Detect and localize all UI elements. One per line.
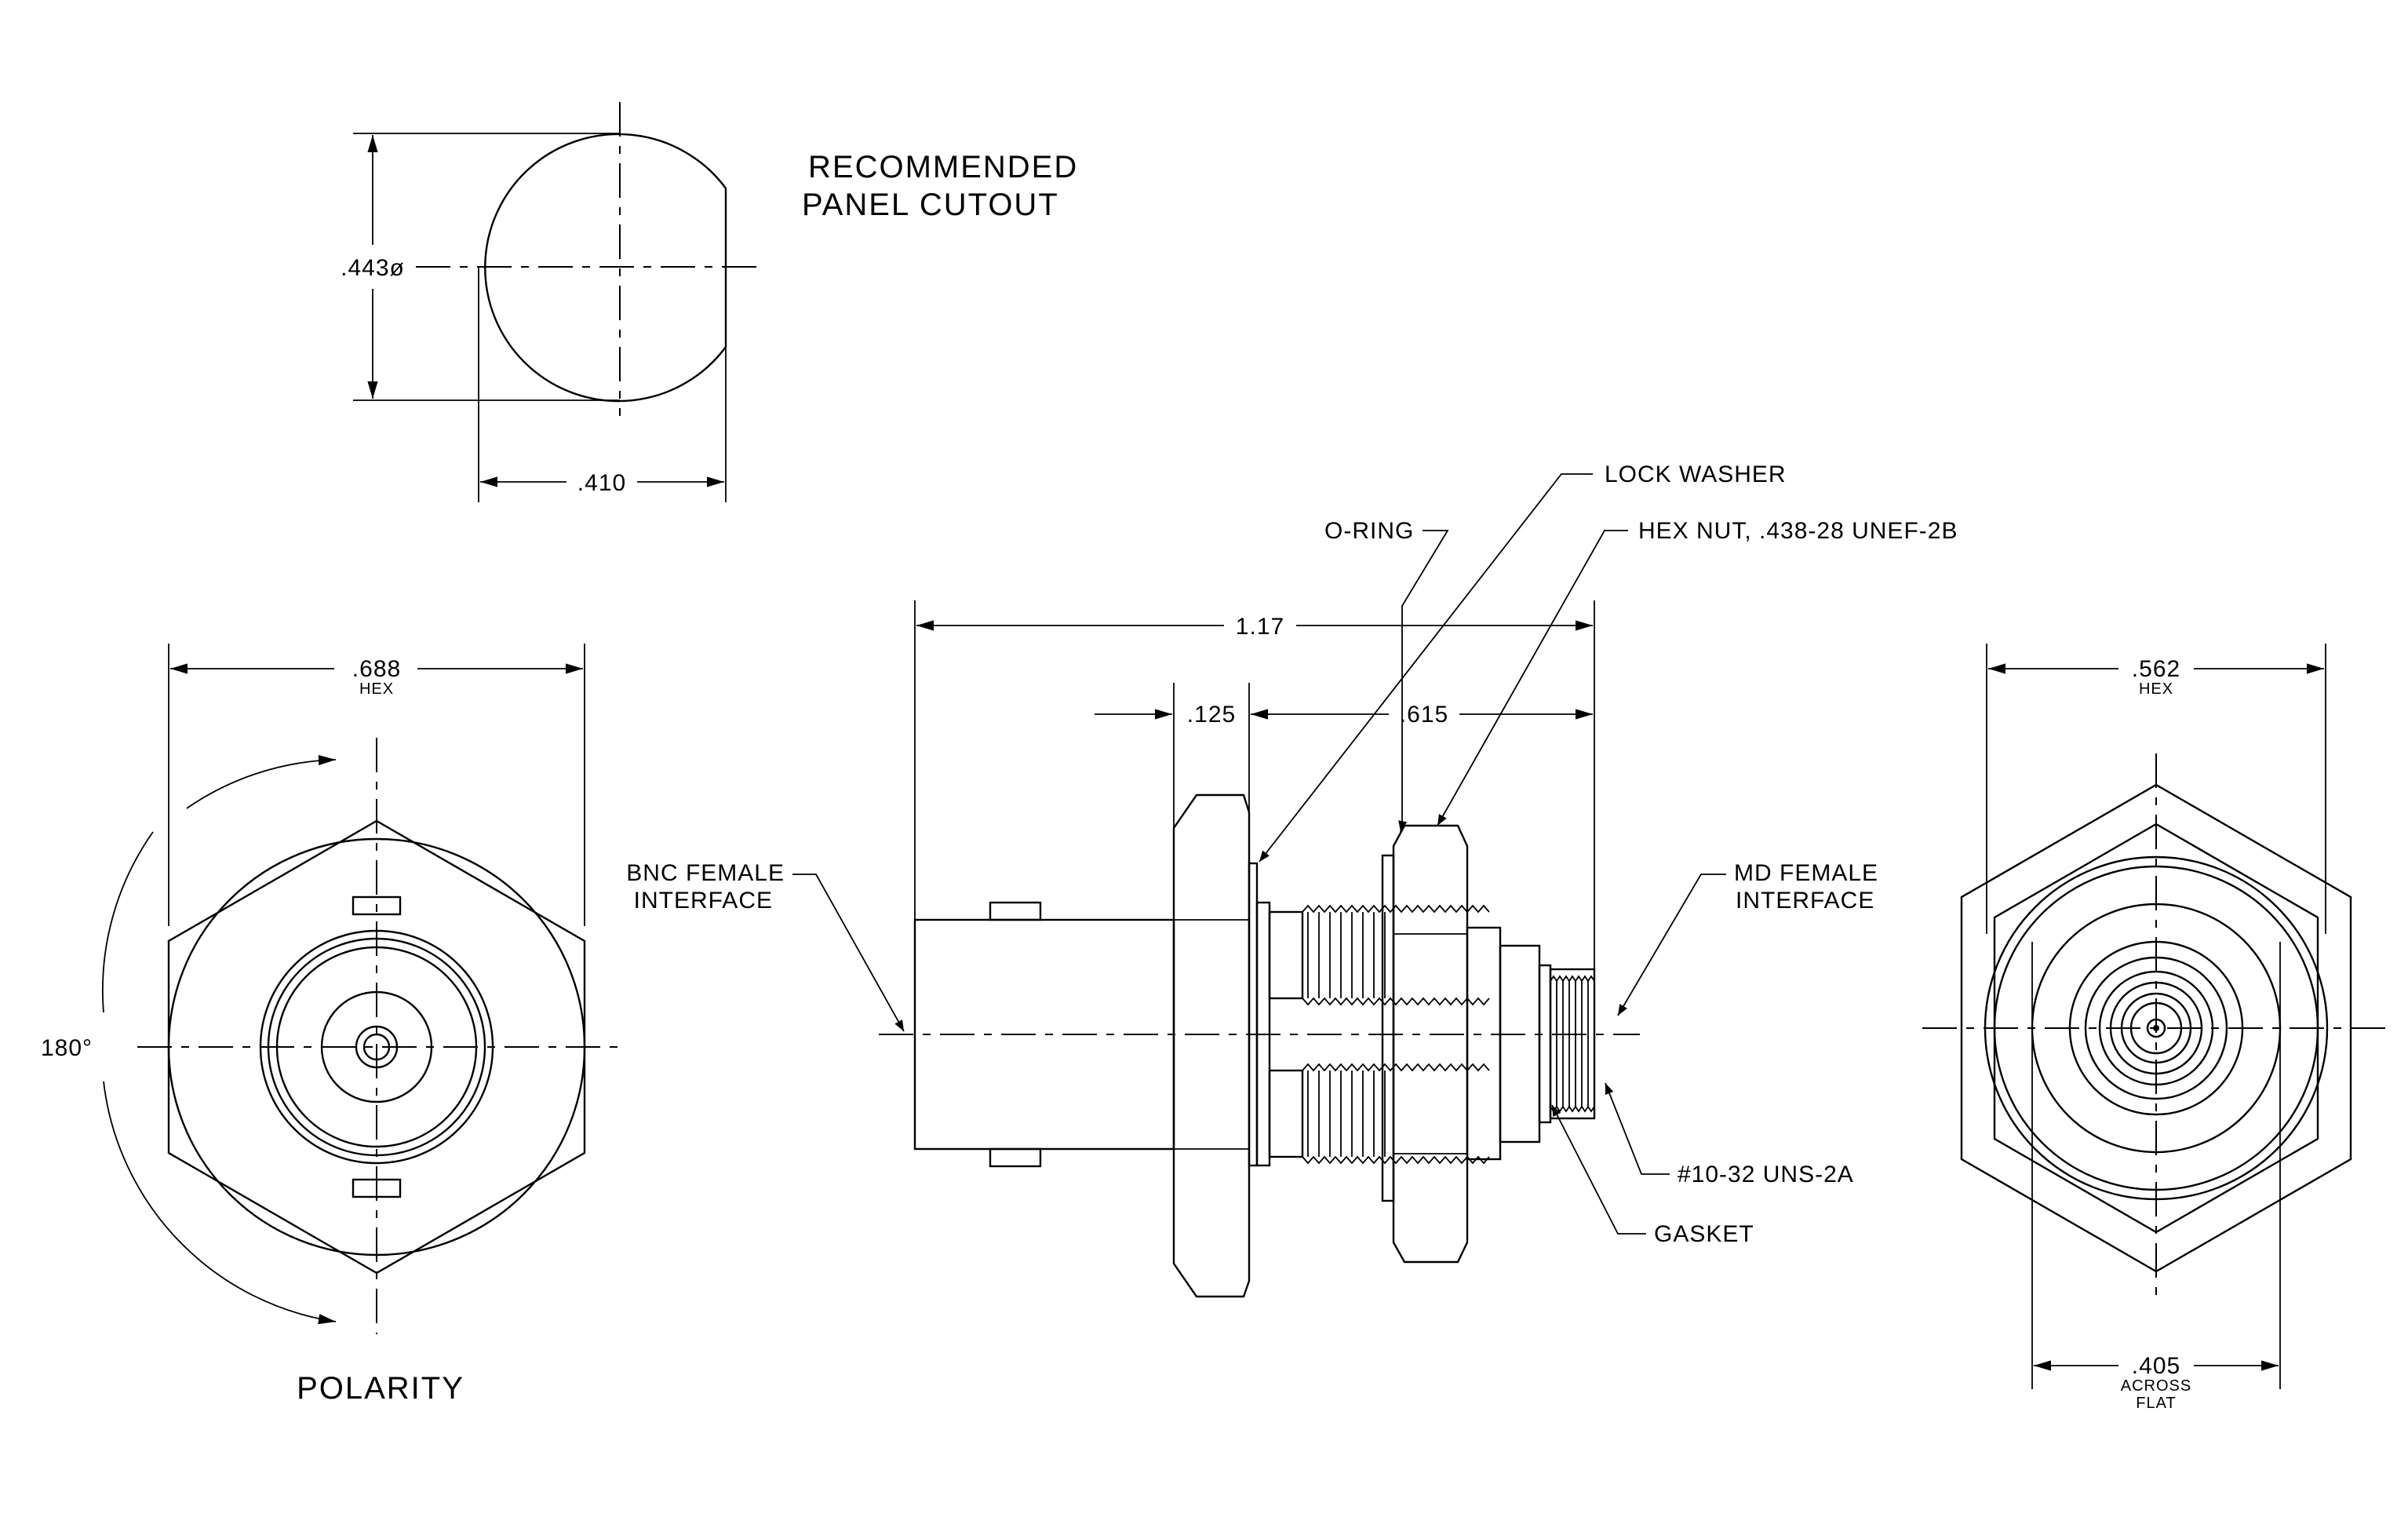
front-view: .688 HEX 180° POLARITY	[41, 644, 620, 1406]
polarity-arc-top	[186, 754, 337, 809]
front-flange	[1172, 793, 1251, 1298]
thread-lower-bottom	[1302, 1155, 1490, 1165]
leader-md	[1617, 874, 1726, 1016]
leader-o-ring	[1398, 530, 1449, 833]
callout-md-line1: MD FEMALE	[1734, 860, 1878, 886]
md-stub	[1549, 968, 1596, 1120]
cutout-title-line1: RECOMMENDED	[808, 150, 1078, 184]
dim-rear-hex: .562	[2132, 656, 2180, 682]
side-view: 1.17 .125 .615 LOCK WASHER O-RING HEX NU…	[626, 461, 1958, 1298]
callout-hex-nut: HEX NUT, .438-28 UNEF-2B	[1638, 518, 1958, 544]
bnc-pin-bottom	[989, 1147, 1042, 1168]
callout-o-ring: O-RING	[1324, 518, 1414, 544]
dim-rear-hex-sub: HEX	[2139, 680, 2173, 698]
rear-view: .562 HEX .405 ACROSS FLAT	[1922, 644, 2389, 1412]
dim-across-flat-sub1: ACROSS	[2121, 1377, 2191, 1395]
callout-md-line2: INTERFACE	[1736, 888, 1874, 914]
dim-rear-length: .615	[1400, 702, 1448, 728]
o-ring	[1248, 862, 1259, 1167]
dim-polarity-angle: 180°	[41, 1035, 93, 1061]
gasket	[1538, 964, 1552, 1124]
shank-lower	[1268, 1069, 1304, 1158]
leader-lock-washer	[1259, 473, 1593, 863]
dim-cutout-flat: .410	[577, 470, 626, 496]
dim-flange-thickness: .125	[1187, 702, 1236, 728]
thread-flanks	[1307, 912, 1386, 1157]
bayonet-pin-top	[352, 895, 402, 916]
thread-upper-top	[1302, 904, 1490, 914]
leader-thread	[1605, 1082, 1670, 1175]
callout-lock-washer: LOCK WASHER	[1605, 461, 1787, 487]
callout-gasket: GASKET	[1654, 1221, 1754, 1247]
cutout-outline	[484, 133, 727, 403]
leader-bnc	[792, 874, 905, 1032]
callout-thread: #10-32 UNS-2A	[1678, 1162, 1854, 1187]
cutout-title-line2: PANEL CUTOUT	[802, 188, 1059, 222]
dim-across-flat-sub2: FLAT	[2136, 1395, 2176, 1412]
rear-neck	[1499, 944, 1541, 1143]
thread-upper-bottom	[1302, 997, 1490, 1006]
hex-nut	[1392, 824, 1469, 1264]
bnc-pin-top	[989, 901, 1042, 921]
dim-overall-length: 1.17	[1236, 614, 1284, 640]
panel-cutout-view: .443ø .410 RECOMMENDED PANEL CUTOUT	[341, 102, 1078, 502]
polarity-title: POLARITY	[297, 1371, 464, 1406]
dim-front-hex-sub: HEX	[359, 680, 394, 698]
dim-front-hex: .688	[352, 656, 401, 682]
shank-upper	[1268, 910, 1304, 1000]
polarity-arc-left	[101, 831, 154, 1013]
md-thread	[1550, 975, 1595, 1113]
dim-across-flat: .405	[2132, 1353, 2180, 1379]
thread-lower-top	[1302, 1063, 1490, 1072]
rear-hex-body	[1466, 926, 1502, 1161]
leader-hex-nut	[1437, 530, 1628, 826]
leader-gasket	[1551, 1104, 1646, 1235]
dim-cutout-dia: .443ø	[341, 255, 405, 281]
polarity-arc-bottom	[103, 1081, 337, 1325]
callout-bnc-line2: INTERFACE	[634, 888, 773, 914]
callout-bnc-line1: BNC FEMALE	[626, 860, 785, 886]
